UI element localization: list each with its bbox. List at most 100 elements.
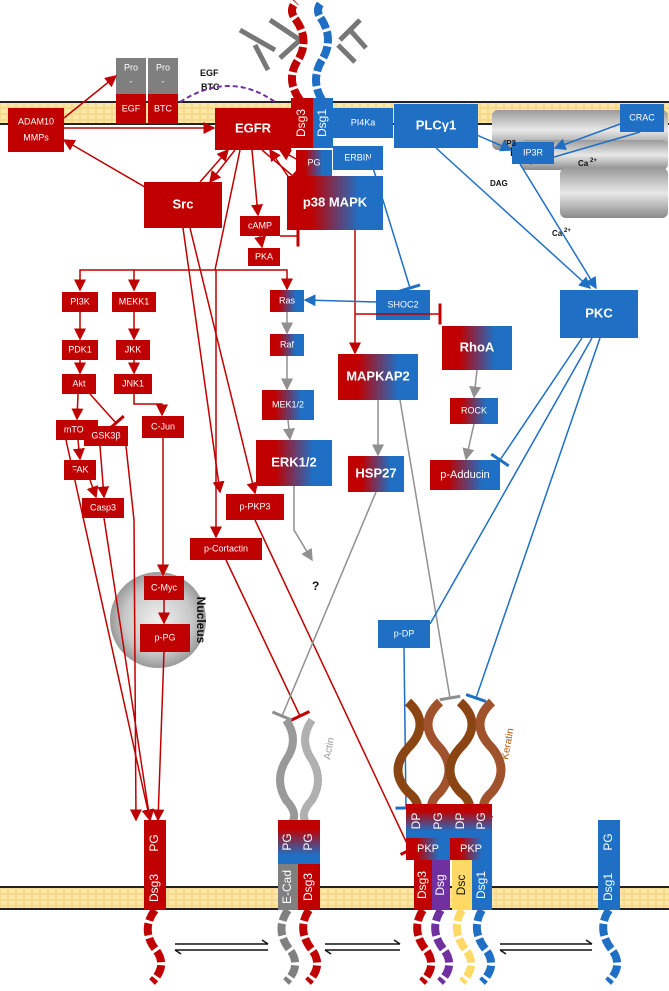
adam10-box (8, 108, 64, 152)
svg-text:Dsg1: Dsg1 (315, 109, 329, 137)
edge-src-egfr (199, 148, 229, 183)
pdp-box (378, 620, 430, 648)
svg-text:HSP27: HSP27 (355, 465, 396, 480)
svg-text:IP3: IP3 (504, 139, 517, 148)
svg-text:p38 MAPK: p38 MAPK (303, 194, 368, 209)
svg-text:2+: 2+ (564, 228, 571, 234)
svg-text:JKK: JKK (125, 344, 142, 354)
dsg1-desm-box (472, 860, 492, 910)
svg-text:E-Cad: E-Cad (280, 870, 294, 904)
svg-text:PDK1: PDK1 (68, 344, 92, 354)
jkk-box (116, 340, 150, 360)
svg-text:PI4Ka: PI4Ka (351, 117, 376, 127)
rhoa-box (442, 326, 512, 370)
svg-text:cAMP: cAMP (248, 220, 272, 230)
dsg3-mid-box (298, 864, 320, 910)
svg-text:PKP: PKP (417, 843, 439, 855)
egfr-label: EGFR (235, 120, 272, 135)
svg-text:Dsg1: Dsg1 (474, 871, 488, 899)
dsc-box (452, 860, 472, 910)
pro-label-2: Pro (156, 62, 170, 72)
dsg3-top-box (291, 98, 313, 148)
svg-text:MEK1/2: MEK1/2 (272, 399, 304, 409)
svg-text:p-PKP3: p-PKP3 (239, 501, 270, 511)
padducin-box (430, 460, 500, 490)
svg-text:p-Cortactin: p-Cortactin (204, 543, 248, 553)
pro-egf-box (116, 58, 146, 94)
casp3-box (82, 498, 124, 518)
svg-text:Casp3: Casp3 (90, 502, 116, 512)
pg-left-box (144, 820, 166, 866)
pi4ka-box (333, 108, 393, 138)
svg-text:DAG: DAG (490, 179, 508, 188)
svg-text:PG: PG (474, 812, 488, 829)
svg-text:JNK1: JNK1 (122, 378, 144, 388)
plcg1-box (394, 104, 478, 148)
svg-text:Dsc: Dsc (454, 875, 468, 896)
egf-btc-dashed-arc (179, 85, 276, 103)
dsg3-left-box (144, 866, 166, 910)
mekk1-box (112, 292, 156, 312)
svg-text:IP3R: IP3R (523, 147, 544, 157)
actin-filament: Actin (276, 717, 337, 828)
svg-text:BTC: BTC (201, 82, 220, 92)
svg-text:PG: PG (307, 157, 320, 167)
pg-right-box (598, 820, 620, 864)
edge-egfr-branch (74, 149, 241, 292)
svg-text:SHOC2: SHOC2 (387, 299, 418, 309)
egfr-box (215, 108, 291, 150)
edge-p38-egfr (269, 148, 297, 189)
svg-text:CRAC: CRAC (629, 112, 655, 122)
svg-text:PG: PG (301, 833, 315, 850)
svg-text:PG: PG (147, 834, 161, 851)
svg-text:DP: DP (409, 813, 423, 830)
pkp-1-box (406, 838, 450, 860)
dsg1-extracellular (312, 0, 332, 103)
svg-text:Dsg3: Dsg3 (415, 871, 429, 899)
svg-text:PI3K: PI3K (70, 296, 90, 306)
mek12-box (262, 390, 314, 420)
svg-text:DP: DP (453, 813, 467, 830)
pcortactin-box (190, 538, 262, 560)
svg-text:C-Jun: C-Jun (151, 421, 175, 431)
svg-text:Akt: Akt (72, 378, 86, 388)
edge-branch-ras (215, 269, 293, 291)
egf-label: EGF (122, 103, 141, 113)
dsg1-top-box (313, 98, 333, 148)
hsp27-box (348, 456, 404, 492)
svg-text:-: - (162, 76, 165, 86)
svg-text:Ras: Ras (279, 295, 296, 305)
svg-text:Dsg3: Dsg3 (301, 873, 315, 901)
egf-btc-label: EGF (200, 68, 219, 78)
svg-text:Keratin: Keratin (500, 727, 516, 760)
erbin-box (333, 146, 383, 170)
svg-text:Ca: Ca (578, 159, 589, 168)
cmyc-box (144, 576, 184, 600)
question-mark: ? (312, 579, 319, 593)
dsg3-extracellular (288, 0, 308, 103)
btc-box (148, 94, 178, 124)
svg-text:p-PG: p-PG (154, 632, 175, 642)
p38-box (287, 176, 383, 230)
akt-box (62, 374, 96, 394)
ras-box (270, 290, 304, 312)
svg-text:Src: Src (173, 196, 194, 211)
pro-label-1: Pro (124, 62, 138, 72)
adhesion-arrows (174, 939, 593, 955)
svg-text:RhoA: RhoA (460, 339, 495, 354)
dsg1-right-box (598, 864, 620, 910)
svg-text:MAPKAP2: MAPKAP2 (346, 368, 410, 383)
pg-desm-1-box (428, 804, 450, 838)
svg-text:ADAM10: ADAM10 (18, 116, 54, 126)
ppkp3-box (226, 494, 284, 520)
nucleus-label: Nucleus (194, 597, 208, 644)
dp-2-box (450, 804, 472, 838)
svg-text:FAK: FAK (71, 464, 88, 474)
svg-text:PG: PG (601, 833, 615, 850)
ecad-box (278, 864, 298, 910)
pkp-2-box (450, 838, 492, 860)
keratin-filaments: Keratin (393, 698, 516, 824)
svg-text:PKA: PKA (255, 251, 273, 261)
svg-text:ROCK: ROCK (461, 405, 487, 415)
crac-box (620, 104, 664, 132)
